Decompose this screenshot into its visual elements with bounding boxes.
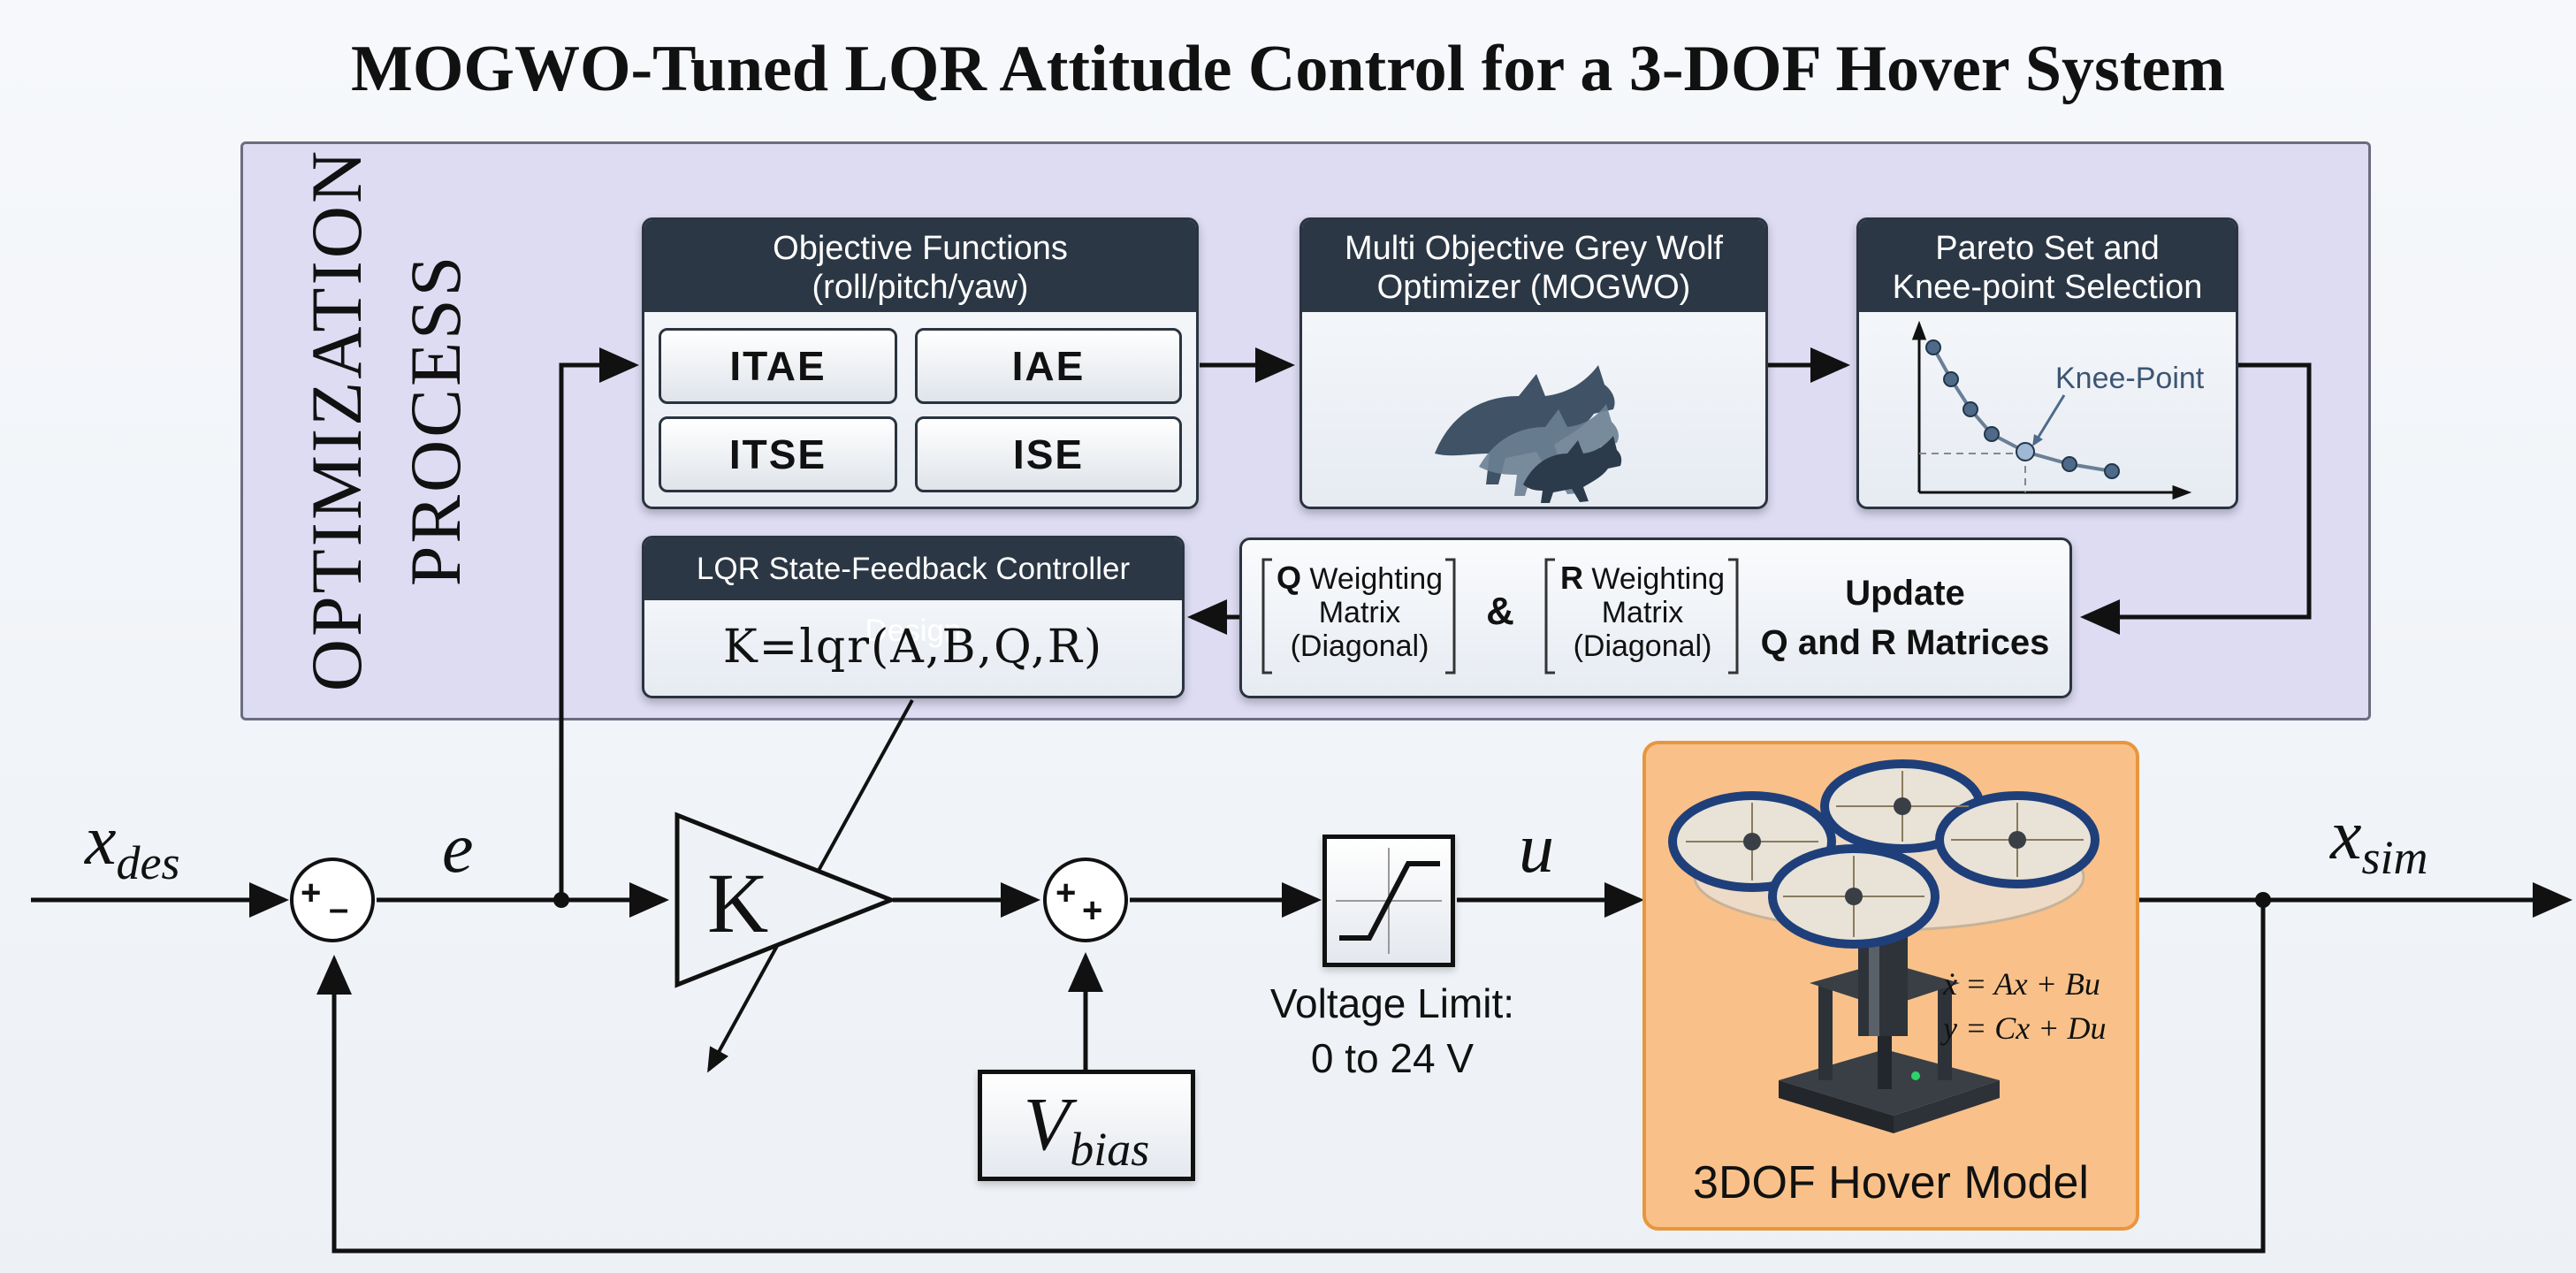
output-equation: y = Cx + Du [1943, 1010, 2107, 1046]
junction-error [553, 892, 569, 908]
r-letter: R [1559, 560, 1583, 596]
sum1-plus-sign: + [301, 873, 322, 912]
quadrotor-hover-icon [1668, 759, 2100, 1133]
grey-wolves-icon [1435, 365, 1622, 503]
r-word: Weighting [1582, 562, 1726, 596]
x-des-sub: des [116, 836, 180, 889]
vbias-sub: bias [1070, 1123, 1150, 1177]
r-line2: Matrix [1601, 596, 1684, 629]
pareto-header-line2: Knee-point Selection [1892, 269, 2203, 306]
q-line3: (Diagonal) [1290, 629, 1429, 663]
gain-block [674, 812, 897, 988]
summing-junction-1: + – [290, 858, 375, 942]
pareto-header-line1: Pareto Set and [1935, 230, 2160, 267]
x-des-main: x [85, 802, 117, 880]
vbias-main: V [1023, 1081, 1071, 1166]
vbias-label: Vbias [982, 1074, 1191, 1199]
summing-junction-2: + + [1043, 858, 1128, 942]
saturation-icon [1336, 848, 1442, 954]
metric-iae: IAE [915, 328, 1182, 404]
knee-point-label: Knee-Point [2055, 362, 2205, 395]
update-title: Update Q and R Matrices [1755, 568, 2055, 667]
wire-feedback [316, 900, 2266, 1254]
x-sim-label: xsim [2330, 796, 2428, 885]
sum2-plus-sign-1: + [1056, 873, 1077, 912]
sum1-minus-sign: – [329, 889, 349, 928]
pareto-front-plot [1911, 320, 2192, 500]
r-weighting-matrix: R Weighting Matrix (Diagonal) [1550, 560, 1735, 664]
state-equation: ẋ = Ax + Bu [1943, 966, 2100, 1002]
voltage-limit-line1: Voltage Limit: [1269, 980, 1515, 1026]
objective-header-line1: Objective Functions [773, 230, 1068, 267]
sum2-plus-sign-2: + [1082, 891, 1103, 930]
metric-itse: ITSE [659, 416, 897, 492]
metric-ise: ISE [915, 416, 1182, 492]
q-letter: Q [1276, 560, 1301, 596]
lqr-design-header: LQR State-Feedback Controller Design [644, 538, 1182, 648]
wire-error-to-objectives [559, 347, 639, 900]
matrix-brackets [1261, 558, 1739, 675]
diagram-title: MOGWO-Tuned LQR Attitude Control for a 3… [351, 33, 2225, 105]
q-line2: Matrix [1318, 596, 1401, 629]
saturation-block [1322, 835, 1455, 967]
x-sim-main: x [2330, 797, 2362, 874]
metric-itae: ITAE [659, 328, 897, 404]
hover-model-label: 3DOF Hover Model [1693, 1157, 2089, 1208]
voltage-limit-label: Voltage Limit: 0 to 24 V [1246, 976, 1538, 1086]
junction-output [2255, 892, 2271, 908]
pareto-panel: Pareto Set and Knee-point Selection Knee… [1856, 217, 2238, 509]
objective-header-line2: (roll/pitch/yaw) [812, 269, 1029, 306]
mogwo-header-line2: Optimizer (MOGWO) [1376, 269, 1691, 306]
pareto-header: Pareto Set and Knee-point Selection [1859, 220, 2236, 312]
mogwo-header: Multi Objective Grey Wolf Optimizer (MOG… [1302, 220, 1765, 312]
update-title-line1: Update [1845, 574, 1965, 613]
q-word: Weighting [1300, 562, 1444, 596]
r-line3: (Diagonal) [1573, 629, 1712, 663]
objective-functions-panel: Objective Functions (roll/pitch/yaw) ITA… [642, 217, 1199, 509]
mogwo-header-line1: Multi Objective Grey Wolf [1345, 230, 1723, 267]
mogwo-panel: Multi Objective Grey Wolf Optimizer (MOG… [1299, 217, 1768, 509]
wire-pareto-to-update [2080, 362, 2312, 635]
x-sim-sub: sim [2361, 831, 2428, 884]
objective-functions-header: Objective Functions (roll/pitch/yaw) [644, 220, 1196, 312]
voltage-limit-line2: 0 to 24 V [1310, 1035, 1475, 1081]
hover-model-block: ẋ = Ax + Bu y = Cx + Du 3DOF Hover Model [1642, 741, 2139, 1231]
vbias-block: Vbias [978, 1070, 1195, 1181]
x-des-label: xdes [85, 801, 180, 890]
lqr-formula: K=lqr(A,B,Q,R) [722, 621, 1104, 674]
ampersand: & [1486, 590, 1514, 633]
error-label: e [442, 810, 474, 888]
gain-label: K [707, 856, 769, 950]
update-title-line2: Q and R Matrices [1760, 623, 2050, 662]
u-label: u [1519, 810, 1554, 888]
q-weighting-matrix: Q Weighting Matrix (Diagonal) [1267, 560, 1452, 664]
update-matrices-panel: Q Weighting Matrix (Diagonal) & R Weight… [1239, 537, 2072, 698]
lqr-design-panel: LQR State-Feedback Controller Design K=l… [642, 536, 1185, 698]
